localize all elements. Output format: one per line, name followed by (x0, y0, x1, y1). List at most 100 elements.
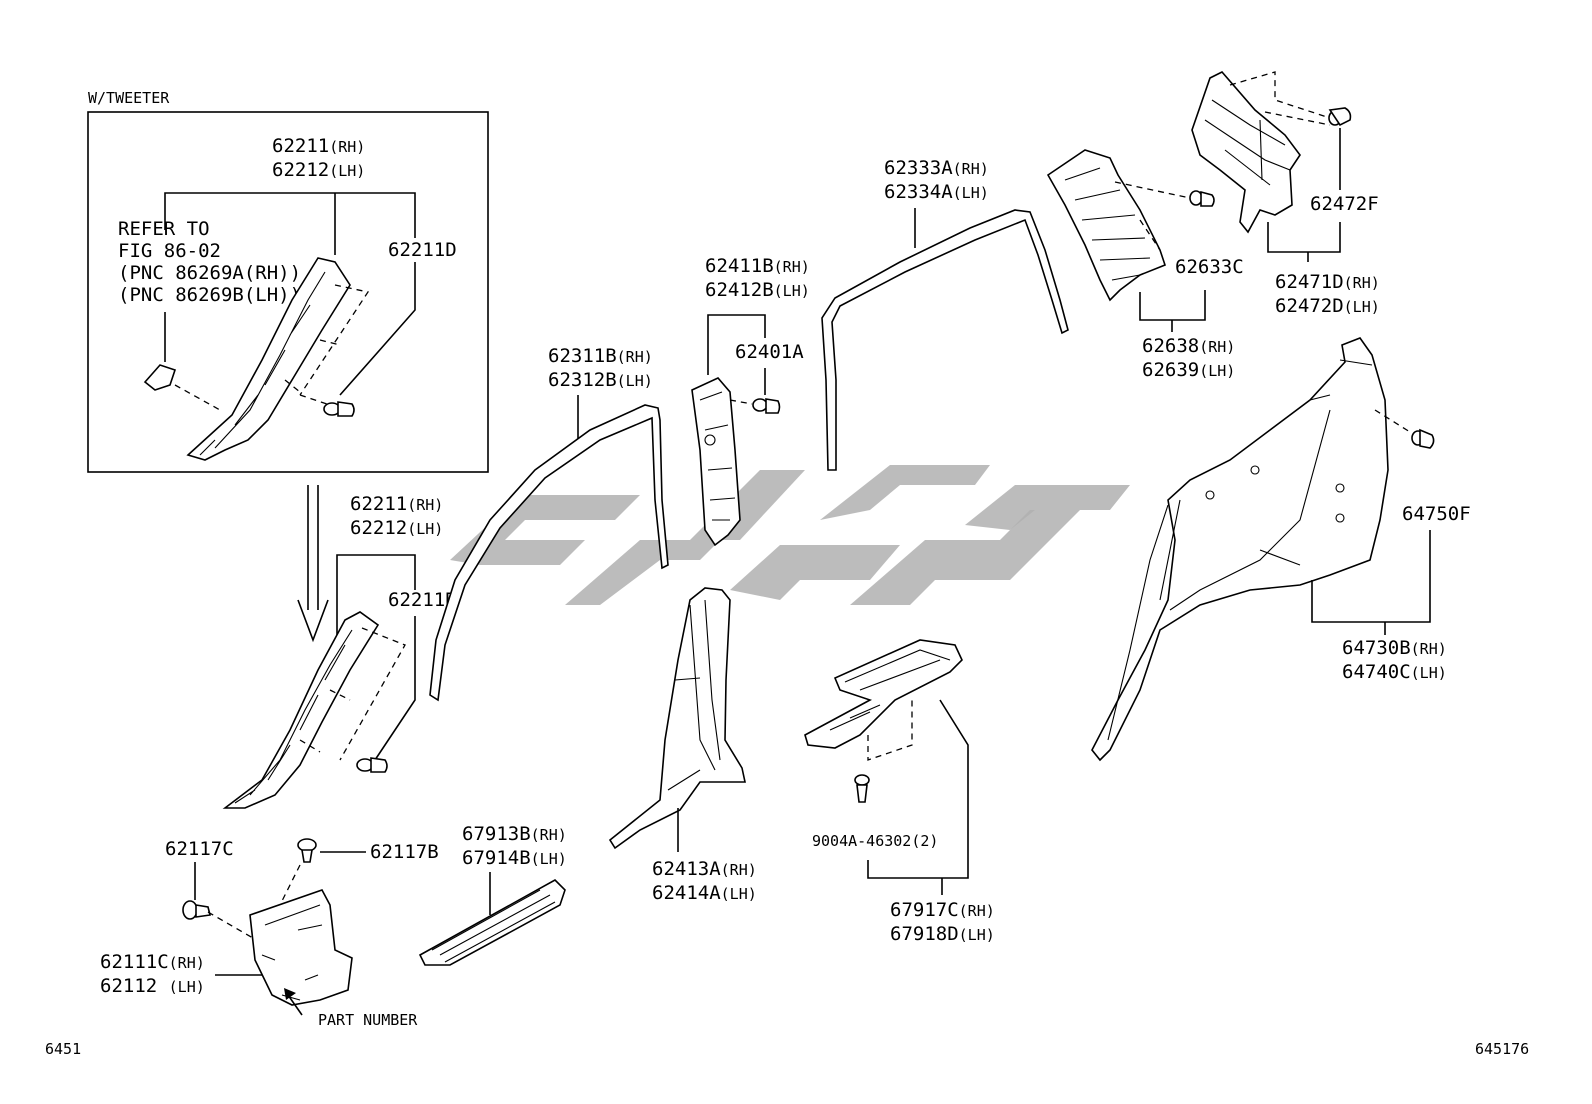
label-64740C: 64740C(LH) (1342, 661, 1447, 683)
side-62212-inset-lh: (LH) (329, 162, 365, 180)
side-62112-lh: (LH) (169, 978, 205, 996)
side-62471D-rh: (RH) (1344, 274, 1380, 292)
label-62333A: 62333A(RH) (884, 157, 989, 179)
label-62472F: 62472F (1310, 193, 1379, 215)
pn-62111C-rh: 62111C (100, 951, 169, 973)
clip-62211D-main (356, 757, 388, 773)
label-67913B: 67913B(RH) (462, 823, 567, 845)
label-62211-inset: 62211(RH) (272, 135, 365, 157)
dash-64750F (1374, 409, 1411, 433)
refer-line-2: FIG 86-02 (118, 240, 221, 262)
pillar-group-main: 62211(RH) 62212(LH) 62211D (222, 493, 457, 809)
tweeter-bracket-inset (143, 364, 177, 391)
pn-62112-lh: 62112 (100, 975, 169, 997)
pillar-trim-inset (186, 257, 351, 461)
quarter-trim-detail (1107, 359, 1373, 741)
b-pillar-upper-group: 62411B(RH) 62412B(LH) 62401A (691, 255, 810, 547)
label-62412B: 62412B(LH) (705, 279, 810, 301)
d-pillar-group: 62472F 62471D(RH) 62472D(LH) (1191, 71, 1380, 317)
clip-62211D-inset (323, 401, 355, 417)
pn-62639-lh: 62639 (1142, 359, 1199, 381)
arrow-down (297, 485, 329, 643)
side-62638-rh: (RH) (1199, 338, 1235, 356)
dash-kick (207, 864, 301, 946)
b-pillar-lower-group: 62413A(RH) 62414A(LH) (608, 587, 757, 904)
pn-67917C-rh: 67917C (890, 899, 959, 921)
label-62212-inset: 62212(LH) (272, 159, 365, 181)
label-67918D: 67918D(LH) (890, 923, 995, 945)
pillar-trim-inset-detail (199, 271, 326, 456)
side-62311B-rh: (RH) (617, 348, 653, 366)
label-62471D: 62471D(RH) (1275, 271, 1380, 293)
kick-panel (249, 889, 353, 1006)
label-67917C: 67917C(RH) (890, 899, 995, 921)
scuff-plate-front-detail (431, 889, 556, 963)
label-9004A: 9004A-46302(2) (812, 832, 938, 850)
dash-62633C (1114, 181, 1191, 251)
quarter-trim-panel (1091, 337, 1389, 762)
leader-62638 (1139, 290, 1206, 332)
side-62111C-rh: (RH) (169, 954, 205, 972)
screw-9004A (854, 774, 870, 803)
leader-64730B (1311, 530, 1431, 635)
scuff-plate-rear-group: 9004A-46302(2) 67917C(RH) 67918D(LH) (804, 639, 995, 945)
pn-64730B-rh: 64730B (1342, 637, 1411, 659)
pillar-trim-main (222, 611, 380, 809)
inset-caption: W/TWEETER (88, 89, 170, 107)
pn-62211-inset-rh: 62211 (272, 135, 329, 157)
c-pillar-group: 62633C 62638(RH) 62639(LH) (1046, 149, 1244, 381)
side-62413A-rh: (RH) (721, 861, 757, 879)
pn-67918D-lh: 67918D (890, 923, 959, 945)
side-62211-main-rh: (RH) (407, 496, 443, 514)
label-62401A: 62401A (735, 341, 804, 363)
label-62112: 62112 (LH) (100, 975, 205, 997)
scuff-plate-front (418, 879, 566, 966)
quarter-trim-hole-2 (1250, 465, 1260, 475)
scuff-plate-rear-detail (829, 649, 951, 731)
refer-line-1: REFER TO (118, 218, 210, 240)
pn-62212-inset-lh: 62212 (272, 159, 329, 181)
pn-62212-main-lh: 62212 (350, 517, 407, 539)
side-62411B-rh: (RH) (774, 258, 810, 276)
label-64750F: 64750F (1402, 503, 1471, 525)
label-62411B: 62411B(RH) (705, 255, 810, 277)
pillar-trim-main-detail (234, 629, 353, 804)
label-62638: 62638(RH) (1142, 335, 1235, 357)
pn-62411B-rh: 62411B (705, 255, 774, 277)
pn-62333A-rh: 62333A (884, 157, 953, 179)
side-64730B-rh: (RH) (1411, 640, 1447, 658)
side-62412B-lh: (LH) (774, 282, 810, 300)
b-pillar-upper (691, 377, 741, 547)
label-62639: 62639(LH) (1142, 359, 1235, 381)
side-62211-inset-rh: (RH) (329, 138, 365, 156)
side-62414A-lh: (LH) (721, 885, 757, 903)
footer-left-code: 6451 (45, 1040, 81, 1058)
refer-line-4: (PNC 86269B(LH)) (118, 284, 301, 306)
pn-67913B-rh: 67913B (462, 823, 531, 845)
clip-62401A (752, 398, 781, 414)
d-pillar-trim-detail (1204, 99, 1291, 186)
clip-62117C (182, 900, 211, 920)
clip-62472F (1328, 107, 1352, 127)
leader-62211-main (336, 554, 416, 645)
label-62312B: 62312B(LH) (548, 369, 653, 391)
b-pillar-upper-detail (699, 391, 736, 521)
pn-62471D-rh: 62471D (1275, 271, 1344, 293)
quarter-trim-hole-1 (1205, 490, 1215, 500)
label-part-number: PART NUMBER (318, 1011, 418, 1029)
dash-inset (174, 284, 370, 411)
pn-62413A-rh: 62413A (652, 858, 721, 880)
side-62333A-rh: (RH) (953, 160, 989, 178)
label-67914B: 67914B(LH) (462, 847, 567, 869)
c-pillar-trim-detail (1064, 167, 1151, 281)
leader-62211D-main (374, 616, 416, 761)
clip-62117B (297, 838, 317, 863)
watermark-logo (450, 465, 1130, 605)
clip-64750F (1411, 428, 1435, 449)
label-62211D-main: 62211D (388, 589, 457, 611)
footer-right-code: 645176 (1475, 1040, 1529, 1058)
dash-9004A (867, 700, 913, 761)
label-62117B: 62117B (370, 841, 439, 863)
kick-panel-group: 62117C 62117B 62111C(RH) 62112 (LH) PART… (100, 838, 439, 1029)
